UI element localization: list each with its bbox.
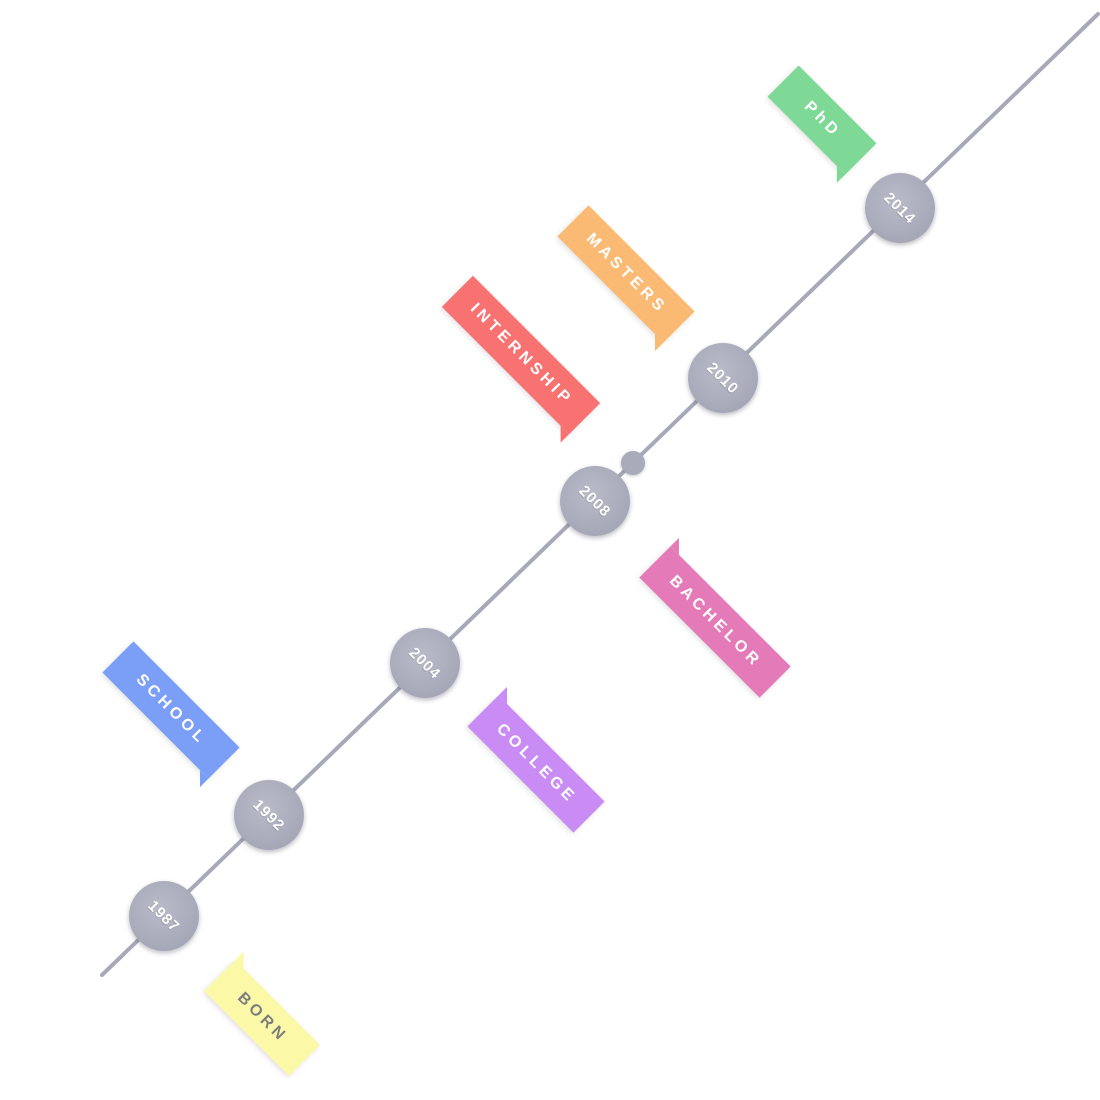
year-node-1987: 1987 [129,881,199,951]
year-label: 1992 [249,795,289,835]
timeline-minor-dot [621,451,645,475]
milestone-label: PhD [800,98,844,142]
year-node-2014: 2014 [865,173,935,243]
year-label: 1987 [144,896,184,936]
year-node-1992: 1992 [234,780,304,850]
year-node-2008: 2008 [560,466,630,536]
year-label: 2010 [703,358,743,398]
year-node-2010: 2010 [688,343,758,413]
year-label: 2014 [880,188,920,228]
year-node-2004: 2004 [390,628,460,698]
year-label: 2004 [405,643,445,683]
year-label: 2008 [575,481,615,521]
